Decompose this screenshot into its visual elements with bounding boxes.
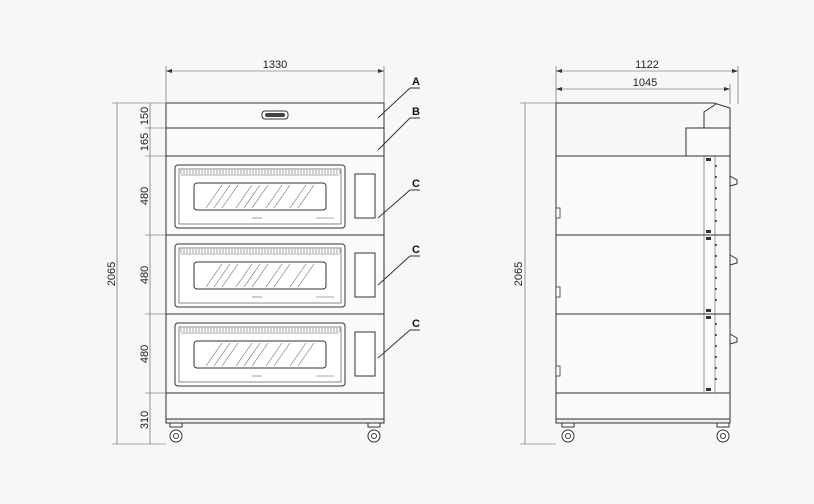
glass-hatching: [205, 342, 315, 367]
svg-text:B: B: [412, 106, 420, 118]
door-grille: [180, 170, 341, 174]
rear-connector: [555, 365, 561, 377]
front-caster-left: [169, 422, 183, 443]
door-handle-profile: [729, 254, 738, 266]
oven-decks: [165, 155, 385, 394]
side-inner-depth-label: 1045: [633, 77, 657, 89]
callout-c-deck-3: C: [377, 318, 420, 359]
side-total-height-label: 2065: [513, 262, 525, 286]
svg-text:A: A: [412, 76, 420, 88]
section-label-hood: 150: [139, 107, 151, 125]
front-width-label: 1330: [263, 59, 287, 71]
section-label-proofer: 165: [139, 133, 151, 151]
callout-c-deck-1: C: [377, 178, 420, 219]
base-section: [165, 392, 385, 420]
section-label-deck-3: 480: [139, 345, 151, 363]
control-panel: [354, 331, 376, 377]
glass-hatching: [205, 263, 315, 288]
section-label-deck-1: 480: [139, 187, 151, 205]
glass-hatching: [205, 184, 315, 209]
door-handle-profile: [729, 175, 738, 187]
section-label-base: 310: [139, 411, 151, 429]
oven-deck-1: [165, 155, 385, 236]
side-decks: [555, 155, 738, 394]
control-panel: [354, 173, 376, 219]
oven-deck-2: [165, 234, 385, 315]
side-view: 1122 1045 2065: [513, 59, 739, 445]
section-label-deck-2: 480: [139, 266, 151, 284]
side-caster-left: [561, 422, 575, 443]
oven-deck-3: [165, 313, 385, 394]
front-view: 1330 2065 150: [106, 59, 420, 445]
side-outer-depth-label: 1122: [635, 59, 659, 71]
control-panel: [354, 252, 376, 298]
side-base: [555, 392, 731, 420]
callout-c-deck-2: C: [377, 244, 420, 286]
svg-text:C: C: [412, 318, 420, 330]
svg-text:C: C: [412, 244, 420, 256]
side-deck-3: [555, 313, 738, 394]
side-deck-1: [555, 155, 738, 236]
rear-connector: [555, 207, 561, 219]
side-caster-right: [716, 422, 730, 443]
front-total-height-label: 2065: [106, 262, 118, 286]
proofer-section: [165, 127, 385, 157]
rear-connector: [555, 286, 561, 298]
svg-text:C: C: [412, 178, 420, 190]
callout-b: B: [377, 106, 420, 151]
side-deck-2: [555, 234, 738, 315]
door-handle-profile: [729, 333, 738, 345]
side-vent-box: [685, 127, 731, 157]
door-grille: [180, 249, 341, 253]
front-caster-right: [367, 422, 381, 443]
door-grille: [180, 328, 341, 332]
callout-a: A: [377, 76, 420, 119]
